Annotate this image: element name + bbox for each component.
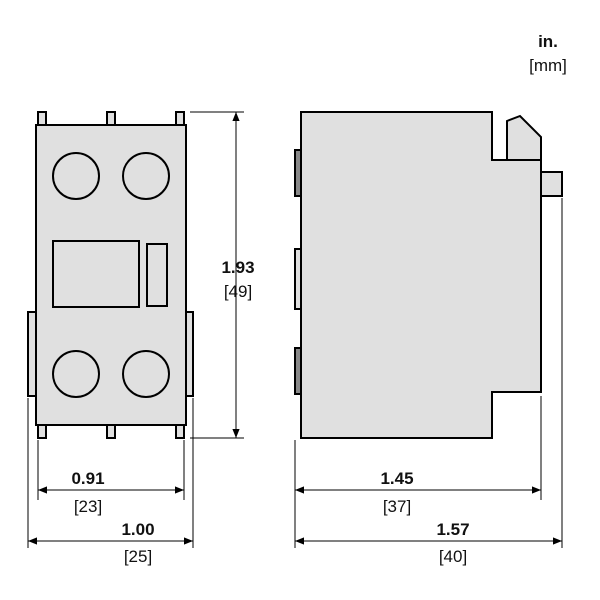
top-pin-right [175,111,185,127]
top-pin-middle [106,111,116,127]
inner-width-value-in: 0.91 [71,469,104,488]
body-depth-value-mm: [37] [383,497,411,516]
dimension-lines [27,111,563,548]
body-depth-value-in: 1.45 [380,469,413,488]
overall-width-value-in: 1.00 [121,520,154,539]
bottom-pin-middle [106,423,116,439]
rail-slot-lower [294,347,302,395]
units-primary-label: in. [538,32,558,51]
rail-slot-middle [294,248,302,310]
height-value-mm: [49] [224,282,252,301]
side-body [300,111,542,439]
dimension-labels: in. [mm] 1.93 [49] 0.91 [23] 1.00 [25] 1… [71,32,566,566]
inner-width-value-mm: [23] [74,497,102,516]
side-hook [506,114,542,161]
side-stub [539,171,563,197]
indicator-slot [146,243,168,307]
front-view [27,111,194,439]
terminal-screw-top-left [52,152,100,200]
side-view [294,111,563,439]
terminal-screw-bottom-right [122,350,170,398]
bottom-pin-left [37,423,47,439]
units-secondary-label: [mm] [529,56,567,75]
bottom-pin-right [175,423,185,439]
top-pin-left [37,111,47,127]
terminal-screw-top-right [122,152,170,200]
terminal-screw-bottom-left [52,350,100,398]
overall-width-value-mm: [25] [124,547,152,566]
label-window [52,240,140,308]
overall-depth-value-in: 1.57 [436,520,469,539]
overall-depth-value-mm: [40] [439,547,467,566]
rail-slot-upper [294,149,302,197]
height-value-in: 1.93 [221,258,254,277]
